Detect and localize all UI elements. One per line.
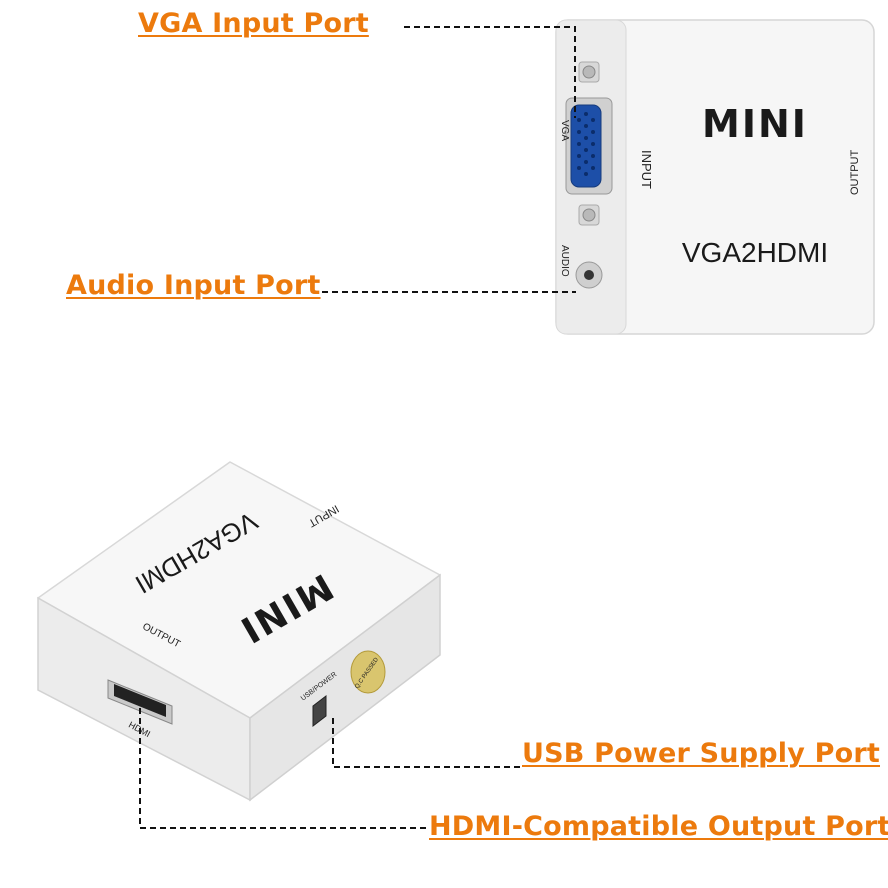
bottom-device-side-face: [249, 573, 441, 802]
top-audio-label: AUDIO: [559, 245, 570, 277]
hdmi-leader-line: [139, 708, 428, 829]
audio-jack-icon: [575, 261, 603, 289]
audio-input-callout: Audio Input Port: [66, 270, 321, 301]
hdmi-output-callout: HDMI-Compatible Output Port: [429, 811, 888, 842]
vga-input-callout: VGA Input Port: [138, 8, 369, 39]
usb-port-icon: [312, 694, 327, 728]
screw-top-icon: [578, 61, 600, 83]
vga-port-icon: [565, 97, 613, 195]
usb-power-callout: USB Power Supply Port: [522, 738, 880, 769]
top-brand-text: MINI: [702, 102, 808, 146]
vga-leader-line: [404, 26, 576, 118]
usb-leader-line: [332, 718, 522, 768]
bottom-device: Q.C PASSED MINI VGA2HDMI INPUT OUTPUT HD…: [37, 461, 441, 802]
top-output-label: OUTPUT: [849, 150, 861, 196]
top-input-label: INPUT: [639, 150, 654, 189]
top-vga-label: VGA: [559, 120, 570, 141]
hdmi-port-icon: [107, 679, 173, 725]
qc-sticker-icon: Q.C PASSED: [350, 650, 386, 694]
top-model-text: VGA2HDMI: [682, 237, 828, 268]
screw-bottom-icon: [578, 204, 600, 226]
top-device: VGA AUDIO INPUT OUTPUT MINI VGA2HDMI: [555, 19, 875, 335]
